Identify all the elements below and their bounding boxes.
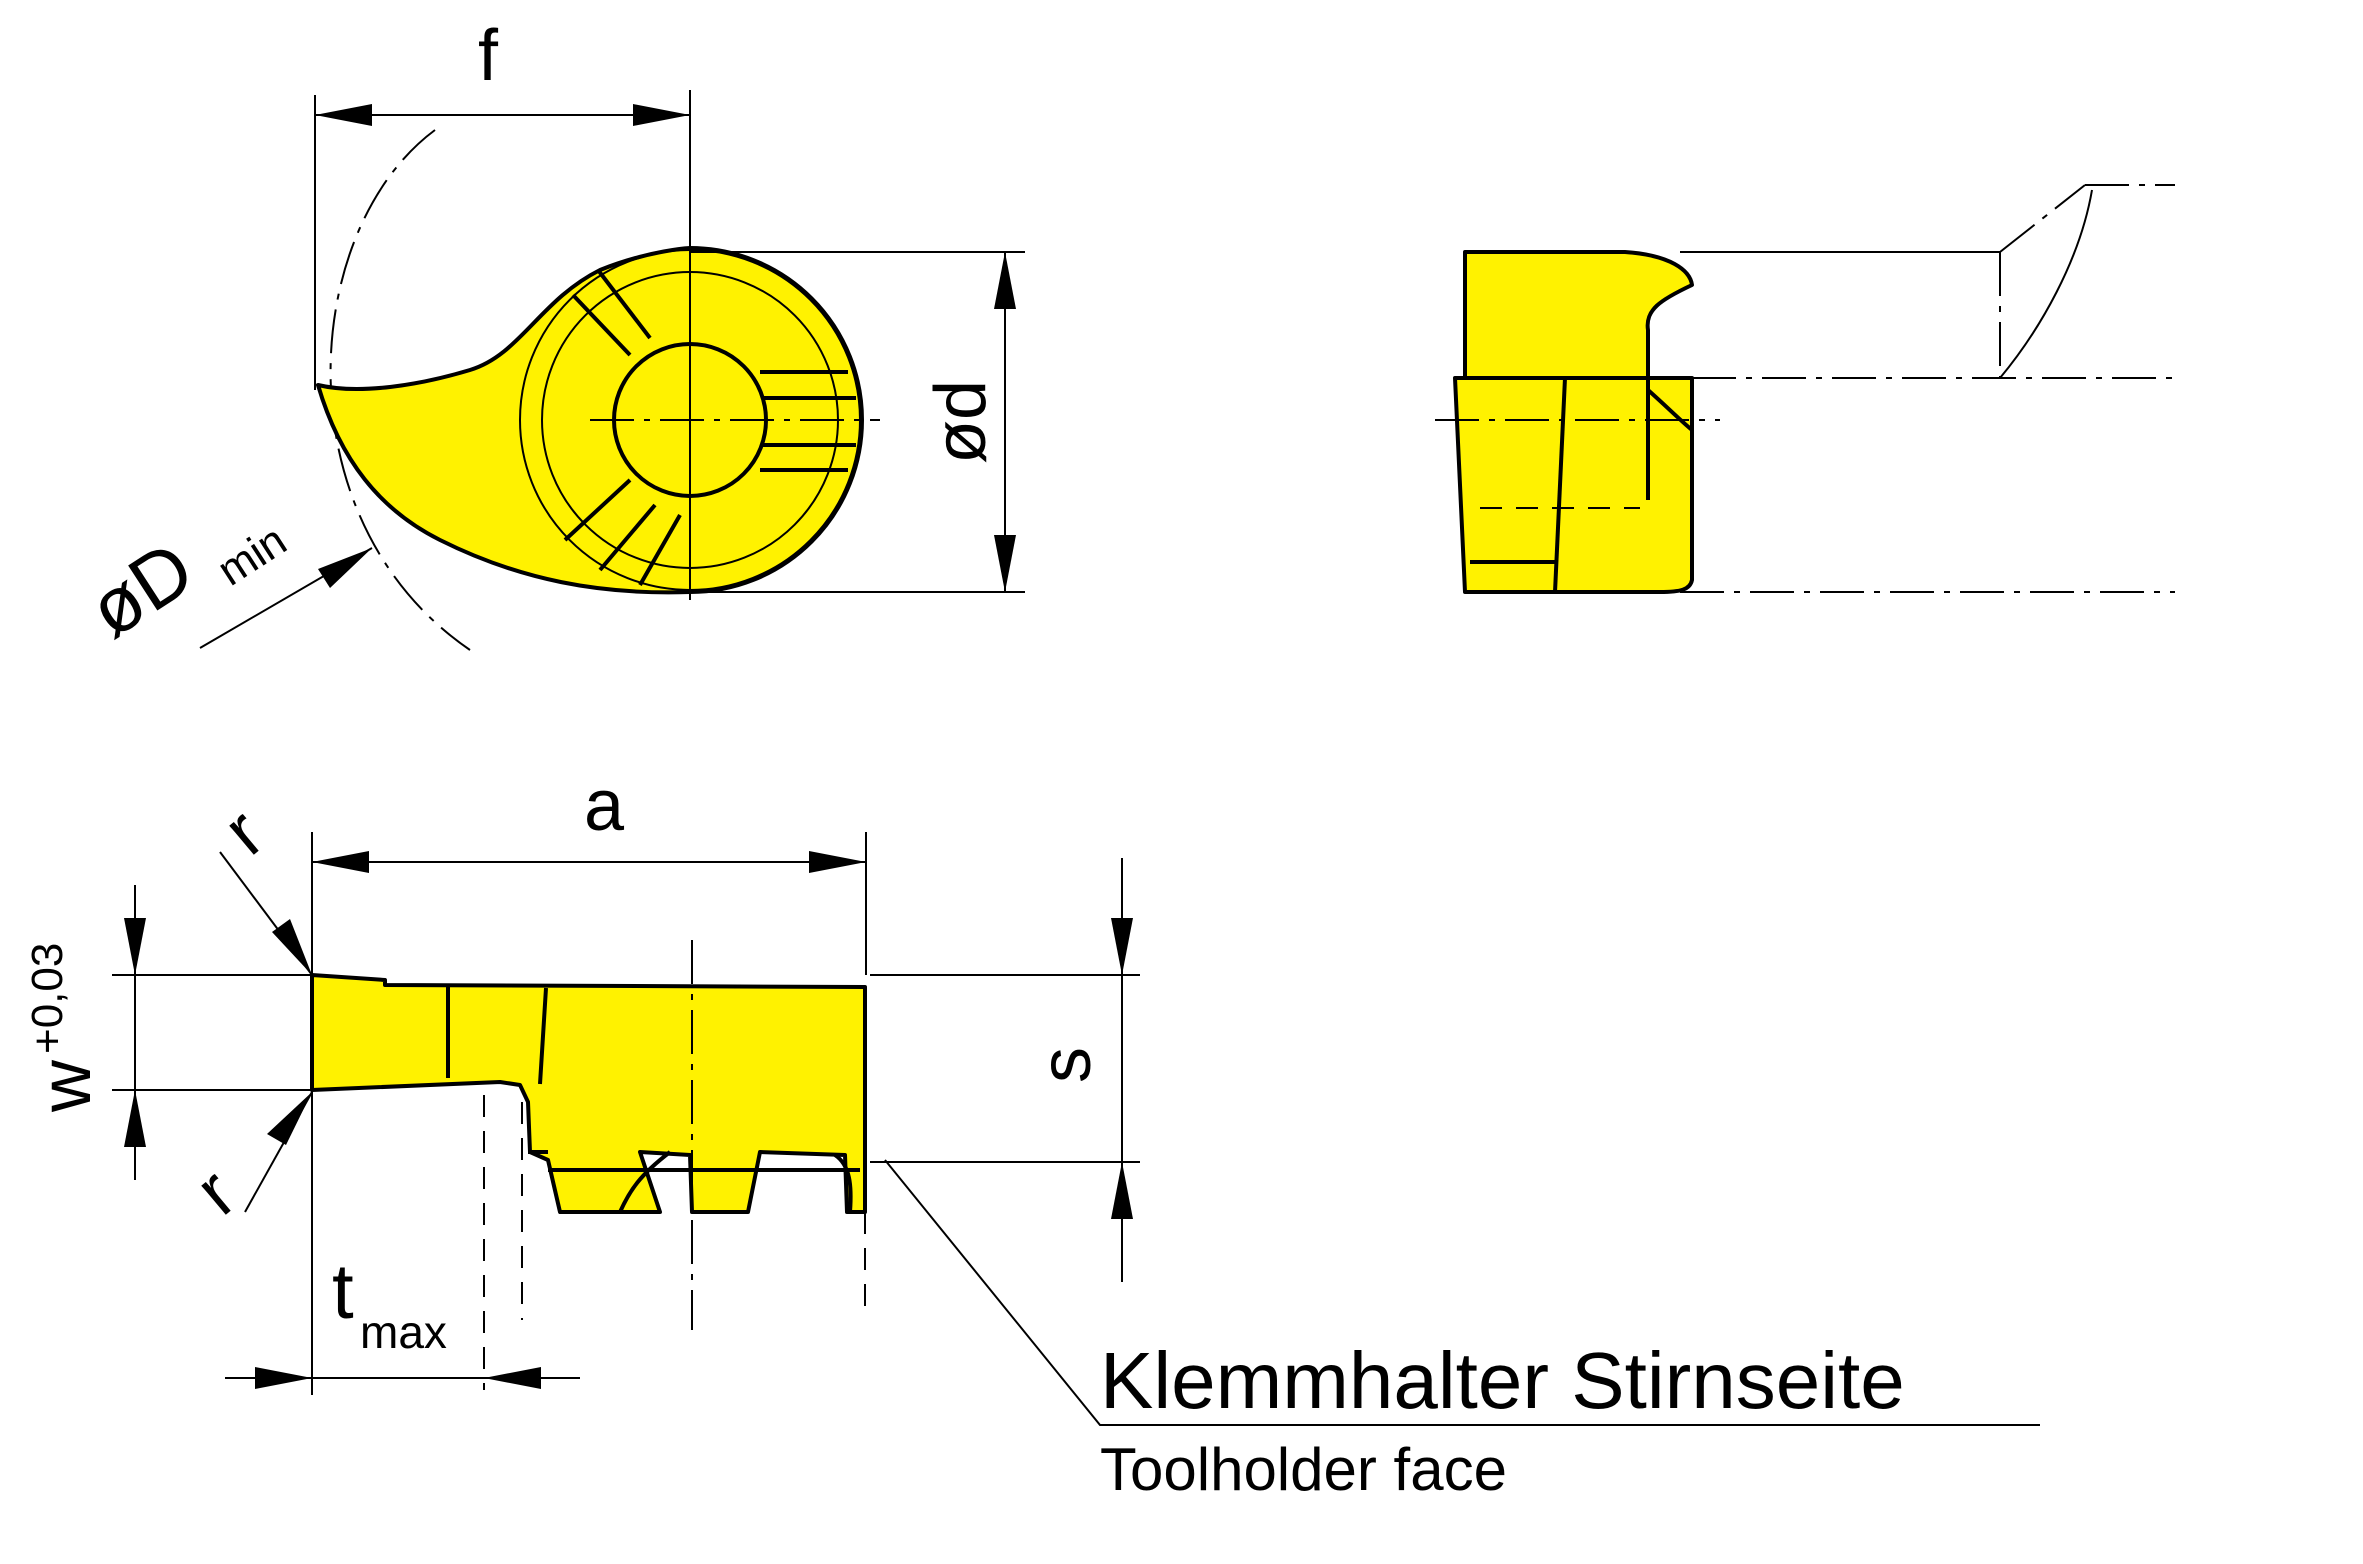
groove-line xyxy=(596,268,652,340)
s-arrow-top xyxy=(1111,918,1133,975)
callout-subtitle: Toolholder face xyxy=(1100,1436,1507,1503)
side-view xyxy=(1435,184,2175,594)
side-ref-diag xyxy=(1999,184,2086,253)
t-arrow-right xyxy=(484,1367,541,1389)
front-groove xyxy=(833,1153,853,1213)
top-view xyxy=(199,90,1025,651)
groove-line xyxy=(571,293,632,357)
min-bore-arc xyxy=(329,129,471,651)
r-top-arrow xyxy=(272,919,312,975)
label-t-main: t xyxy=(332,1247,354,1335)
label-a: a xyxy=(584,766,625,846)
a-arrow-right xyxy=(809,851,866,873)
f-arrow-right xyxy=(633,104,690,126)
side-edge xyxy=(1553,377,1567,593)
label-D-min: øD min xyxy=(73,516,295,655)
s-arrow-bottom xyxy=(1111,1162,1133,1219)
label-w: w +0,03 xyxy=(23,943,106,1113)
label-d: ød xyxy=(921,380,1001,464)
insert-side-upper xyxy=(1463,250,1694,380)
w-arrow-top xyxy=(124,918,146,975)
a-arrow-left xyxy=(312,851,369,873)
label-D-main: øD xyxy=(73,524,208,654)
d-arrow-top xyxy=(994,252,1016,309)
insert-front-body xyxy=(310,973,867,1214)
labels: f ød øD min a s w +0,03 r r t max Klemmh… xyxy=(23,16,1905,1503)
r-bottom-arrow xyxy=(267,1092,312,1145)
label-t-sub: max xyxy=(360,1306,447,1358)
label-s: s xyxy=(1026,1047,1106,1083)
label-r-bottom: r xyxy=(181,1154,251,1231)
front-view xyxy=(112,832,2040,1426)
groove-line xyxy=(563,478,632,542)
side-curve xyxy=(1646,388,1694,432)
insert-side-lower xyxy=(1453,376,1694,594)
groove-line xyxy=(598,503,657,572)
callout-leader xyxy=(884,1159,2040,1426)
D-arrow xyxy=(318,548,372,588)
front-groove xyxy=(618,1150,672,1213)
f-arrow-left xyxy=(315,104,372,126)
callout-title: Klemmhalter Stirnseite xyxy=(1100,1336,1905,1425)
label-f: f xyxy=(478,16,499,96)
label-r-top: r xyxy=(209,794,279,871)
d-arrow-bottom xyxy=(994,535,1016,592)
label-w-main: w xyxy=(26,1059,106,1113)
w-arrow-bottom xyxy=(124,1090,146,1147)
groove-line xyxy=(638,514,682,586)
t-arrow-left xyxy=(255,1367,312,1389)
side-ref-arc xyxy=(1999,189,2093,379)
label-w-tol: +0,03 xyxy=(23,943,72,1054)
label-D-sub: min xyxy=(209,516,295,596)
front-edge xyxy=(538,987,548,1085)
